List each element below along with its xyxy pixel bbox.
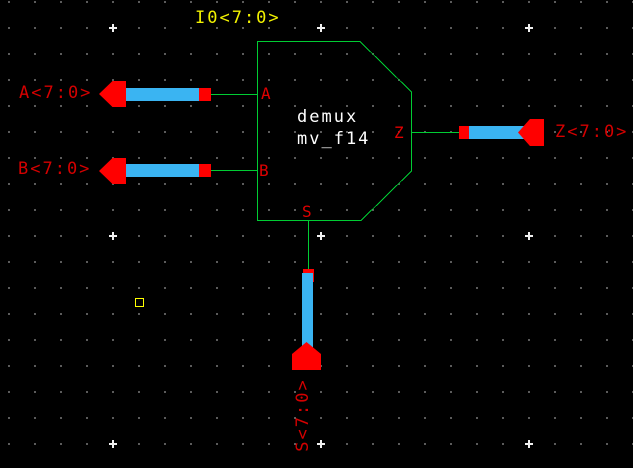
net-label-s[interactable]: S<7:0> [293,378,313,452]
symbol-pin-letter-z: Z [394,123,404,142]
origin-marker [135,298,144,307]
bus-z[interactable] [469,126,530,139]
symbol-cell-name: demux [297,107,359,127]
grid-cross-icon [525,232,533,240]
symbol-pin-letter-s: S [302,202,312,221]
grid-cross-icon [109,232,117,240]
net-label-a[interactable]: A<7:0> [19,83,93,103]
symbol-view-name: mv_f14 [297,129,371,149]
bus-a[interactable] [125,88,201,101]
bus-s[interactable] [302,273,313,350]
grid-cross-icon [109,24,117,32]
grid-cross-icon [317,440,325,448]
grid-cross-icon [317,24,325,32]
grid-cross-icon [525,24,533,32]
demux-symbol-outline[interactable] [257,41,412,221]
net-label-b[interactable]: B<7:0> [18,159,92,179]
grid-cross-icon [525,440,533,448]
pin-square-z[interactable] [459,126,471,139]
instance-name-label[interactable]: I0<7:0> [195,8,281,28]
grid-cross-icon [317,232,325,240]
bus-b[interactable] [125,164,201,177]
symbol-pin-letter-a: A [261,84,271,103]
pin-square-a[interactable] [199,88,211,101]
net-label-z[interactable]: Z<7:0> [555,122,629,142]
pin-square-b[interactable] [199,164,211,177]
grid-cross-icon [109,440,117,448]
symbol-pin-letter-b: B [259,161,269,180]
